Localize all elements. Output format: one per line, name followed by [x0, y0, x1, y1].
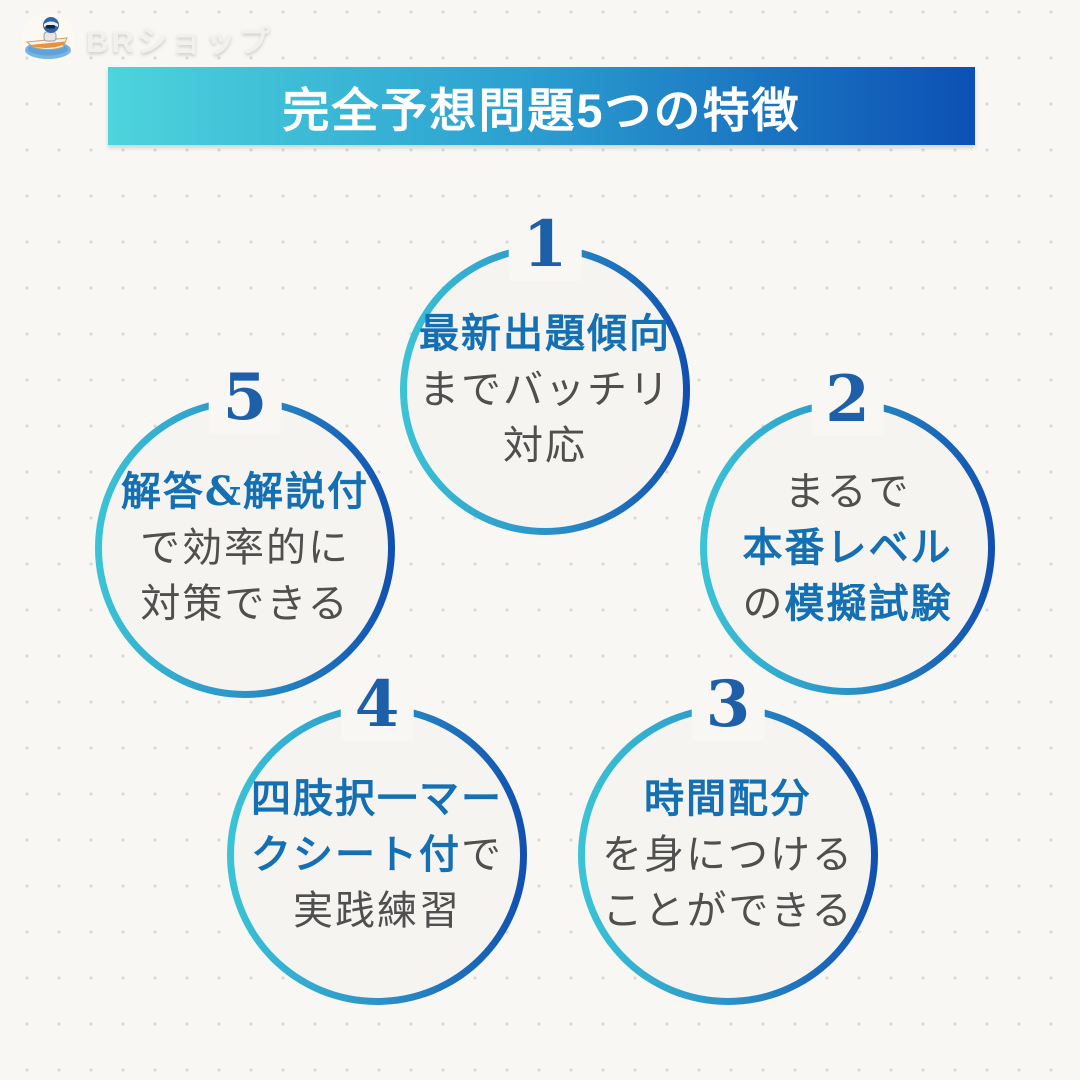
feature-circle-fill: [102, 405, 388, 691]
text-segment: で効率的に: [140, 525, 350, 571]
boat-racer-icon: [21, 13, 75, 63]
feature-text-line: 時間配分: [644, 771, 812, 827]
text-segment: 最新出題傾向: [419, 310, 671, 357]
text-segment: 実践練習: [293, 888, 461, 934]
feature-circle-fill: [585, 712, 871, 998]
brand-name: BRショップ: [86, 23, 273, 59]
feature-circle-5: 5 解答&解説付 で効率的に 対策できる: [95, 362, 395, 698]
feature-circle-4: 4 四肢択一マー クシート付で 実践練習: [227, 669, 527, 1005]
feature-text-line: 実践練習: [293, 883, 461, 939]
text-segment: 対応: [503, 423, 587, 469]
feature-text-line: を身につける: [602, 827, 854, 883]
feature-number: 1: [508, 209, 582, 281]
text-segment: を身につける: [602, 832, 854, 878]
page-title: 完全予想問題5つの特徴: [282, 83, 801, 137]
text-segment: 対策できる: [140, 581, 350, 627]
feature-text-line: 対策できる: [140, 576, 349, 632]
feature-text: 解答&解説付 で効率的に 対策できる: [102, 405, 388, 691]
feature-text-line: 四肢択一マー: [251, 771, 503, 827]
feature-text: 時間配分 を身につける ことができる: [585, 712, 871, 998]
feature-number: 2: [811, 364, 884, 436]
feature-circle-1: 1 最新出題傾向 までバッチリ 対応: [400, 209, 690, 535]
feature-text-line: で効率的に: [140, 520, 350, 576]
text-segment: の: [742, 580, 785, 627]
brand-logo: BRショップ: [20, 12, 273, 64]
feature-text: 最新出題傾向 までバッチリ 対応: [407, 252, 683, 528]
feature-text: 四肢択一マー クシート付で 実践練習: [234, 712, 520, 998]
feature-text-line: ことができる: [602, 883, 853, 939]
feature-circle-fill: [234, 712, 520, 998]
feature-number: 3: [691, 669, 765, 741]
feature-circle-fill: [407, 252, 683, 528]
feature-number: 4: [340, 669, 414, 741]
text-segment: 四肢択一マー: [251, 775, 503, 822]
text-segment: 時間配分: [644, 775, 812, 822]
feature-number: 5: [208, 362, 282, 434]
feature-text-line: クシート付で: [251, 827, 503, 883]
text-segment: で: [461, 832, 503, 878]
text-segment: 本番レベル: [742, 523, 953, 571]
text-segment: 解答&解説付: [120, 468, 370, 515]
feature-text-line: 対応: [503, 418, 587, 474]
feature-text-line: 最新出題傾向: [419, 306, 671, 362]
feature-text-line: 本番レベル: [743, 520, 953, 576]
text-segment: までバッチリ: [419, 367, 671, 413]
feature-text-line: まるで: [785, 464, 911, 520]
title-banner: 完全予想問題5つの特徴: [108, 67, 975, 145]
feature-circle-2: 2 まるで 本番レベル の模擬試験: [700, 364, 995, 695]
text-segment: 模擬試験: [784, 579, 953, 627]
feature-text-line: までバッチリ: [419, 362, 671, 418]
text-segment: クシート付: [251, 831, 461, 878]
feature-circle-3: 3 時間配分 を身につける ことができる: [578, 669, 878, 1005]
feature-text: まるで 本番レベル の模擬試験: [707, 407, 988, 688]
feature-text-line: の模擬試験: [743, 576, 953, 632]
feature-circle-fill: [707, 407, 988, 688]
text-segment: ことができる: [602, 888, 854, 934]
feature-text-line: 解答&解説付: [121, 464, 369, 520]
text-segment: まるで: [784, 468, 911, 515]
